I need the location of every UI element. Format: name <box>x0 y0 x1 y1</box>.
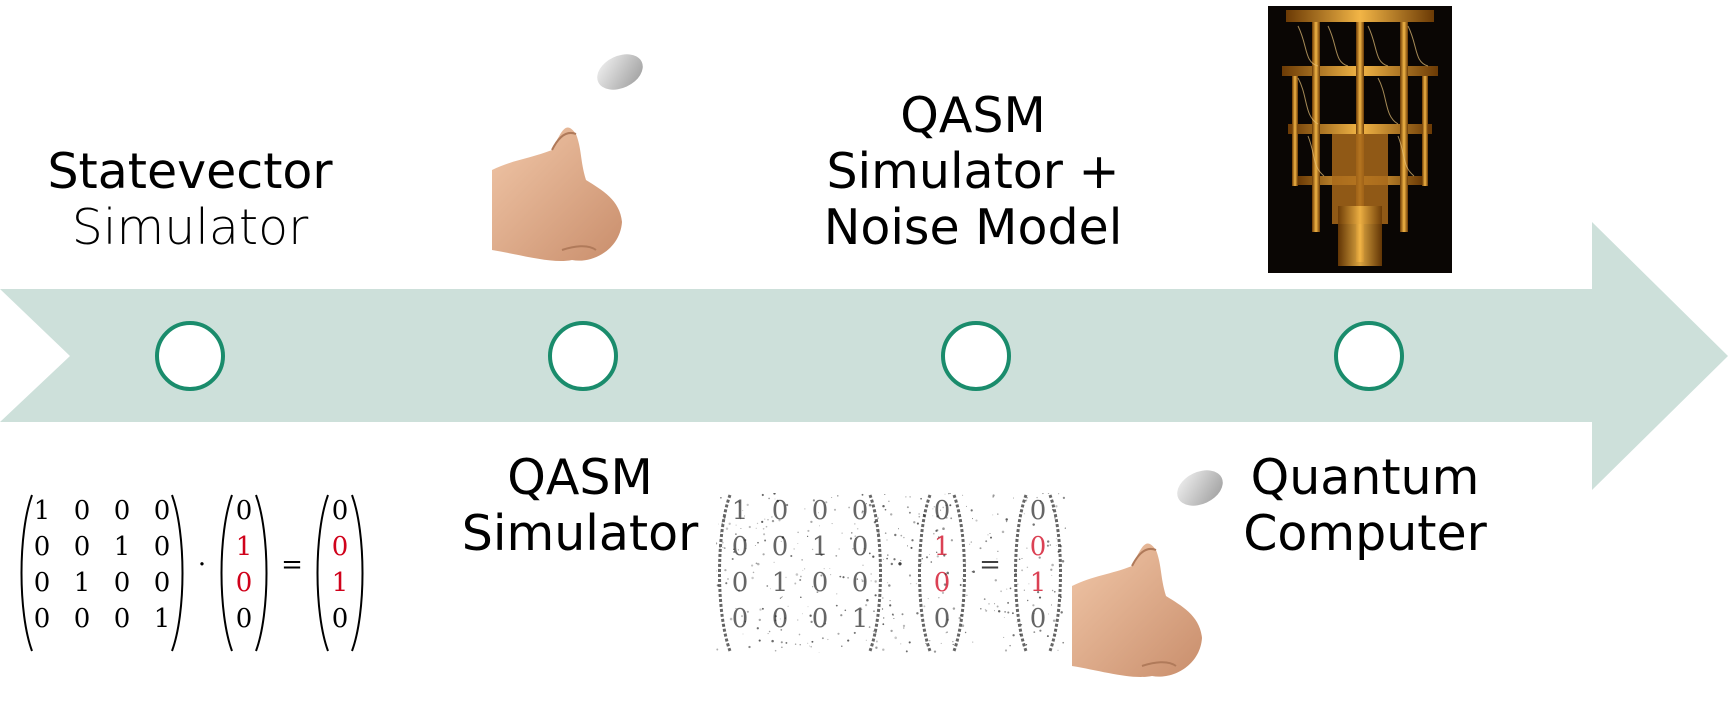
matrix-cell: 1 <box>114 532 131 562</box>
stage-title-line1: QASM <box>900 87 1046 144</box>
matrix-cell: 1 <box>732 496 749 526</box>
left-paren <box>316 494 329 652</box>
matrix-cell: 0 <box>74 496 91 526</box>
left-paren <box>918 494 932 652</box>
quantum-computer-icon <box>1268 6 1452 273</box>
dot-operator: · <box>896 550 904 580</box>
vector-in-cell: 0 <box>236 604 253 634</box>
stage-label-qasm-noise: QASM Simulator + Noise Model <box>808 88 1138 256</box>
matrix-cell: 0 <box>114 496 131 526</box>
stage-title-line2: Computer <box>1243 505 1487 562</box>
matrix-cell: 0 <box>812 604 829 634</box>
matrix-cell: 1 <box>852 604 869 634</box>
matrix-cell: 0 <box>852 568 869 598</box>
vector-out-cell: 0 <box>332 496 349 526</box>
right-paren <box>868 494 882 652</box>
stage-label-quantum-computer: Quantum Computer <box>1215 450 1515 562</box>
matrix-cell: 0 <box>154 496 171 526</box>
timeline-node-2 <box>548 321 618 391</box>
right-paren <box>351 494 364 652</box>
vector-in-cell: 0 <box>236 496 253 526</box>
matrix-cell: 0 <box>772 496 789 526</box>
stage-title-line3: Noise Model <box>823 199 1123 256</box>
matrix-cell: 0 <box>852 496 869 526</box>
matrix-cell: 0 <box>812 568 829 598</box>
left-paren <box>220 494 233 652</box>
vector-in-cell: 0 <box>934 568 951 598</box>
vector-out-cell: 0 <box>1030 496 1047 526</box>
matrix-cell: 1 <box>74 568 91 598</box>
matrix-cell: 0 <box>34 532 51 562</box>
right-paren <box>952 494 966 652</box>
matrix-cell: 0 <box>114 568 131 598</box>
stage-label-qasm: QASM Simulator <box>430 450 730 562</box>
vector-in-cell: 1 <box>934 532 951 562</box>
vector-in-cell: 0 <box>236 568 253 598</box>
stage-title-line2: Simulator <box>461 505 699 562</box>
timeline-arrow-shape <box>0 222 1728 490</box>
equals-sign: = <box>979 550 1001 580</box>
matrix-cell: 0 <box>772 532 789 562</box>
vector-in-cell: 1 <box>236 532 253 562</box>
vector-out-cell: 1 <box>1030 568 1047 598</box>
right-paren <box>1048 494 1062 652</box>
timeline-node-1 <box>155 321 225 391</box>
vector-in-cell: 0 <box>934 496 951 526</box>
vector-out-cell: 1 <box>332 568 349 598</box>
matrix-cell: 0 <box>732 604 749 634</box>
matrix-cell: 0 <box>34 568 51 598</box>
vector-out-cell: 0 <box>1030 604 1047 634</box>
matrix-cell: 0 <box>74 604 91 634</box>
dot-operator: · <box>198 550 206 580</box>
matrix-cell: 1 <box>154 604 171 634</box>
stage-title-line2: Simulator <box>71 199 309 256</box>
matrix-cell: 0 <box>812 496 829 526</box>
vector-out-cell: 0 <box>332 532 349 562</box>
right-paren <box>171 494 184 652</box>
timeline-node-3 <box>941 321 1011 391</box>
equals-sign: = <box>281 550 303 580</box>
left-paren <box>1014 494 1028 652</box>
left-paren <box>718 494 732 652</box>
matrix-cell: 0 <box>74 532 91 562</box>
matrix-cell: 1 <box>772 568 789 598</box>
matrix-cell: 0 <box>852 532 869 562</box>
hand-coin-toss-icon <box>1072 470 1223 677</box>
stage-title-line1: Quantum <box>1250 449 1480 506</box>
vector-out-cell: 0 <box>1030 532 1047 562</box>
matrix-cell: 0 <box>772 604 789 634</box>
vector-out-cell: 0 <box>332 604 349 634</box>
matrix-cell: 0 <box>732 568 749 598</box>
right-paren <box>255 494 268 652</box>
matrix-cell: 1 <box>812 532 829 562</box>
stage-title-line1: QASM <box>507 449 653 506</box>
matrix-cell: 0 <box>154 568 171 598</box>
vector-in-cell: 0 <box>934 604 951 634</box>
matrix-cell: 0 <box>114 604 131 634</box>
matrix-cell: 1 <box>34 496 51 526</box>
stage-title-line1: Statevector <box>47 143 333 200</box>
stage-label-statevector: Statevector Simulator <box>40 144 340 256</box>
hand-coin-toss-icon <box>492 54 643 261</box>
timeline-node-4 <box>1334 321 1404 391</box>
matrix-cell: 0 <box>34 604 51 634</box>
matrix-cell: 0 <box>154 532 171 562</box>
stage-title-line2: Simulator + <box>826 143 1120 200</box>
left-paren <box>20 494 33 652</box>
matrix-cell: 0 <box>732 532 749 562</box>
